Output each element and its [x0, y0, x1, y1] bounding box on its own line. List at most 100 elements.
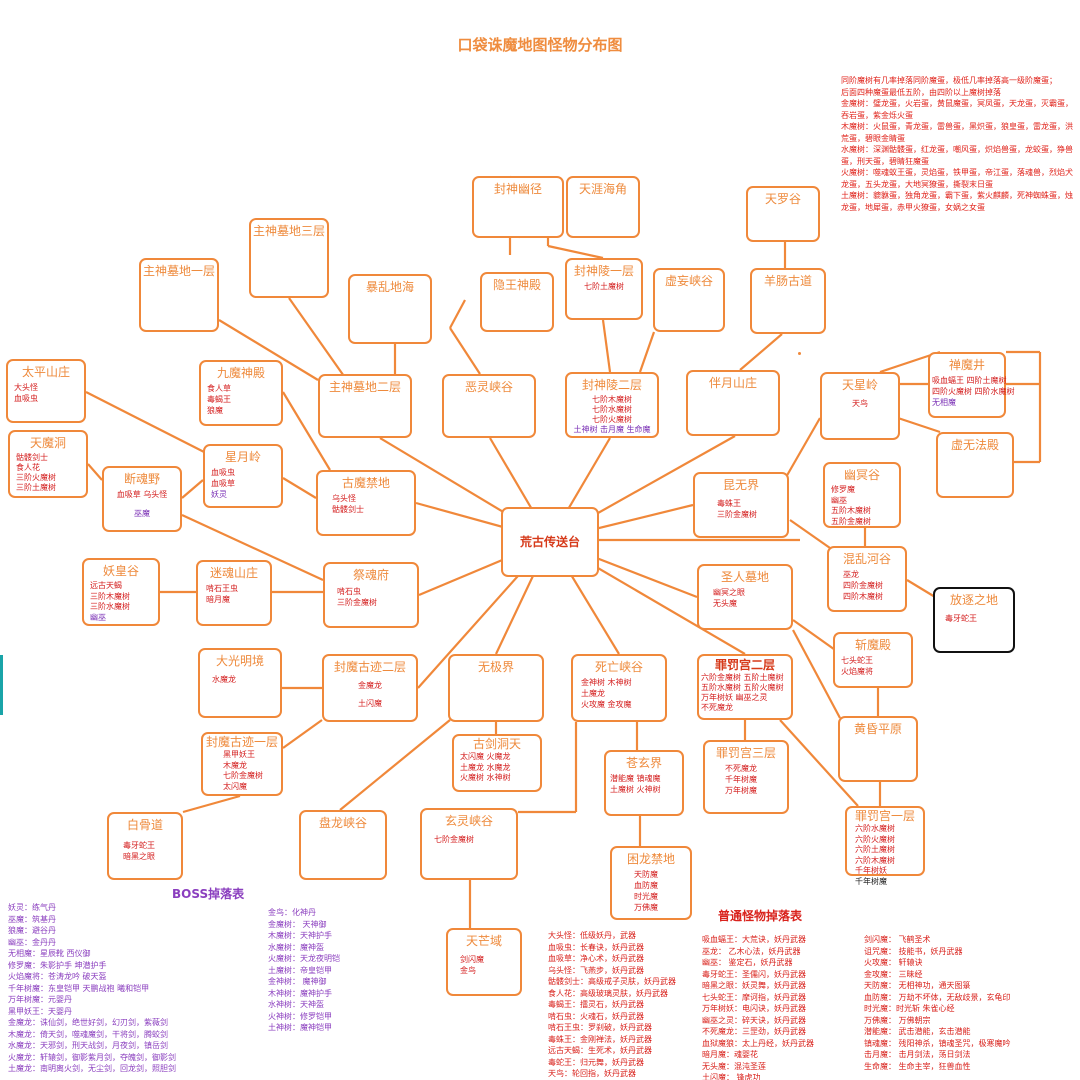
- connection-line: [182, 794, 241, 814]
- map-node-zuifa-gong-2[interactable]: 罪罚宫二层 六阶金魔树 五阶土魔树五阶水魔树 五阶火魔树万年树妖 幽巫之灵不死魔…: [697, 654, 793, 720]
- map-node-fengmo-guji-1[interactable]: 封魔古迹一层 黑甲妖王木魔龙七阶金魔树太闪魔: [201, 732, 283, 796]
- node-label: 封魔古迹二层: [333, 660, 406, 674]
- map-node-taiping-shanzhuang[interactable]: 太平山庄 大头怪血吸虫: [6, 359, 86, 423]
- node-label: 玄灵峡谷: [444, 814, 493, 828]
- node-label: 放逐之地: [949, 593, 998, 607]
- map-node-zhushen-mudi-1[interactable]: 主神墓地一层: [139, 258, 219, 332]
- map-node-kunwu-jie[interactable]: 昆无界 毒蛛王三阶金魔树: [693, 472, 789, 538]
- map-node-yaohuang-gu[interactable]: 妖皇谷 远古天蝎三阶木魔树三阶水魔树幽巫: [82, 558, 160, 626]
- drop-entry: 水魔树：魔神盔: [268, 942, 324, 952]
- map-node-fengmo-guji-2[interactable]: 封魔古迹二层 金魔龙土闪魔: [322, 654, 418, 722]
- map-node-zuifa-gong-1[interactable]: 罪罚宫一层 六阶水魔树六阶火魔树六阶土魔树六阶木魔树千年树妖千年树魔: [845, 806, 925, 886]
- drop-entry: 击月魔： 击月剑法，荡日剑法: [864, 1050, 971, 1059]
- connection-line: [87, 463, 103, 481]
- drop-entry: 七头蛇王：摩诃指，妖丹武器: [702, 992, 806, 1002]
- map-node-xuwang-xiagu[interactable]: 虚妄峡谷: [653, 268, 725, 332]
- drop-entry: 木神树：魔神护手: [268, 988, 332, 998]
- drop-entry: 血吸草：净心术，妖丹武器: [548, 954, 644, 963]
- drop-entry: 暗月魔：魂婴花: [702, 1050, 758, 1059]
- node-monsters: 天防魔血防魔时光魔万佛魔: [634, 870, 658, 912]
- map-node-zhushen-mudi-2[interactable]: 主神墓地二层: [318, 374, 412, 438]
- boss-drop-column-2: 金鸟：化神丹金魔树： 天神御木魔树：天神护手水魔树：魔神盔火魔树：天龙夜明铠土魔…: [268, 907, 340, 1034]
- node-monsters: 幽冥之眼无头魔: [713, 588, 745, 608]
- map-node-jiumo-shendian[interactable]: 九魔神殿 食人草毒蝎王狼魔: [199, 360, 283, 426]
- map-node-shengren-mudi[interactable]: 圣人墓地 幽冥之眼无头魔: [697, 564, 793, 630]
- node-label: 圣人墓地: [720, 570, 769, 584]
- map-node-tianya-haijiao[interactable]: 天涯海角: [566, 176, 640, 238]
- map-node-center[interactable]: 荒古传送台: [501, 507, 599, 577]
- map-node-tianxing-ling[interactable]: 天星岭 天鸟: [820, 372, 900, 440]
- node-label: 古剑洞天: [472, 737, 521, 751]
- node-label: 古魔禁地: [341, 476, 390, 490]
- node-label: 迷魂山庄: [209, 566, 258, 580]
- map-node-wuji-jie[interactable]: 无极界: [448, 654, 544, 722]
- drop-entry: 巫龙： 乙木心法，妖丹武器: [702, 946, 801, 956]
- map-node-tianmo-dong[interactable]: 天魔洞 骷髅剑士食人花三阶火魔树三阶土魔树: [8, 430, 88, 498]
- map-node-gujian-dongtian[interactable]: 古剑洞天 太闪魔 火魔龙土魔龙 水魔龙火魔树 水神树: [452, 734, 542, 792]
- map-node-zuifa-gong-3[interactable]: 罪罚宫三层 不死魔龙千年树魔万年树魔: [703, 740, 789, 814]
- drop-entry: 土魔树：帝皇铠甲: [268, 965, 332, 975]
- node-monsters: 黑甲妖王木魔龙七阶金魔树太闪魔: [223, 750, 263, 791]
- map-node-fangzhu-zhidi[interactable]: 放逐之地 毒牙蛇王: [933, 587, 1015, 653]
- normal-drop-heading: 普通怪物掉落表: [718, 909, 803, 923]
- drop-entry: 毒蝎王：擂灵石，妖丹武器: [548, 1000, 644, 1009]
- drop-entry: 巫魔：筑基丹: [8, 914, 56, 924]
- drop-entry: 天鸟：轮回指，妖丹武器: [548, 1069, 636, 1078]
- node-monsters: 啃石虫三阶金魔树: [337, 587, 377, 607]
- node-label: 封魔古迹一层: [205, 735, 278, 749]
- normal-drop-column-2: 吸血蝠王：大荒诀，妖丹武器巫龙： 乙木心法，妖丹武器幽巫： 鉴定石，妖丹武器毒牙…: [702, 934, 814, 1080]
- drop-entry: 妖灵：练气丹: [8, 903, 56, 912]
- map-node-youming-gu[interactable]: 幽冥谷 修罗魔幽巫五阶木魔树五阶金魔树: [823, 462, 901, 528]
- drop-entry: 万年树魔：元婴丹: [8, 995, 72, 1004]
- map-node-duanhun-ye[interactable]: 断魂野 血吸草 乌头怪巫魔: [102, 466, 182, 532]
- node-monsters: 毒蛛王三阶金魔树: [717, 499, 757, 519]
- node-label: 封神陵二层: [581, 378, 642, 392]
- node-label: 主神墓地二层: [328, 380, 401, 394]
- map-node-panlong-xiagu[interactable]: 盘龙峡谷: [299, 810, 387, 880]
- connection-line: [779, 719, 859, 807]
- map-node-tianluo-gu[interactable]: 天罗谷: [746, 186, 820, 242]
- map-node-banyue-shanzhuang[interactable]: 伴月山庄: [686, 370, 780, 436]
- map-node-jihun-fu[interactable]: 祭魂府 啃石虫三阶金魔树: [323, 562, 419, 628]
- map-node-cangxuan-jie[interactable]: 苍玄界 潜能魔 镇魂魔土魔树 火神树: [604, 750, 684, 816]
- map-node-kunlong-jindi[interactable]: 困龙禁地 天防魔血防魔时光魔万佛魔: [610, 846, 692, 920]
- map-node-baigu-dao[interactable]: 白骨道 毒牙蛇王暗黑之眼: [107, 812, 183, 880]
- map-node-eling-xiagu[interactable]: 恶灵峡谷: [442, 374, 536, 438]
- map-node-daguang-mingjing[interactable]: 大光明境 水魔龙: [198, 648, 282, 718]
- drop-entry: 土神树：魔神铠甲: [268, 1023, 332, 1032]
- map-node-tianmang-yu[interactable]: 天芒域 剑闪魔金鸟: [446, 928, 522, 996]
- node-label: 罪罚宫三层: [715, 746, 776, 760]
- drop-entry: 食人花：高级玻璃灵肤，妖丹武器: [548, 988, 668, 998]
- rule-line: 水魔树：深渊骷髅蛋，红龙蛋，嘲风蛋，炽焰兽蛋，龙蛟蛋，狰兽蛋，刑天蛋，碧睛狂魔蛋: [841, 145, 1073, 166]
- map-node-gumo-jindi[interactable]: 古魔禁地 乌头怪骷髅剑士: [316, 470, 416, 536]
- map-node-zhushen-mudi-3[interactable]: 主神墓地三层: [249, 218, 329, 298]
- map-node-xingyue-ling[interactable]: 星月岭 血吸虫血吸草妖灵: [203, 444, 283, 508]
- node-label: 禅魔井: [948, 358, 985, 372]
- map-node-yangchang-gudao[interactable]: 羊肠古道: [750, 268, 826, 334]
- map-node-chanmo-jing[interactable]: 禅魔井 吸血蝠王 四阶土魔树四阶火魔树 四阶水魔树无相魔: [928, 352, 1015, 418]
- drop-entry: 无头魔：混沌圣莲: [702, 1061, 766, 1071]
- map-node-xuanling-xiagu[interactable]: 玄灵峡谷 七阶金魔树: [420, 808, 518, 880]
- map-node-fengshen-ling-2[interactable]: 封神陵二层 七阶木魔树七阶水魔树七阶火魔树土神树 击月魔 生命魔: [565, 372, 659, 438]
- node-label: 天芒域: [465, 934, 502, 948]
- drop-entry: 火魔树：天龙夜明铠: [268, 954, 340, 963]
- map-node-xuwu-fadian[interactable]: 虚无法殿: [936, 432, 1014, 498]
- map-node-mihun-shanzhuang[interactable]: 迷魂山庄 啃石王虫暗月魔: [196, 560, 272, 626]
- map-node-baoluan-dihai[interactable]: 暴乱地海: [348, 274, 432, 344]
- map-node-fengshen-ling-1[interactable]: 封神陵一层 七阶土魔树: [565, 258, 643, 320]
- map-node-huanghun-pingyuan[interactable]: 黄昏平原: [838, 716, 918, 782]
- drop-entry: 水魔龙：天邪剑，刑天战剑，月夜剑，镇岳剑: [8, 1041, 168, 1050]
- drop-entry: 毒蛛王：金刚禅法，妖丹武器: [548, 1034, 652, 1044]
- map-node-siwang-xiagu[interactable]: 死亡峡谷 金神树 木神树土魔龙火攻魔 金攻魔: [571, 654, 667, 722]
- drop-entry: 幽巫：金丹丹: [8, 937, 56, 947]
- node-monsters: 骷髅剑士食人花三阶火魔树三阶土魔树: [16, 453, 56, 492]
- connection-line: [789, 519, 831, 549]
- map-node-zhanmo-dian[interactable]: 斩魔殿 七头蛇王火焰魔将: [833, 632, 913, 688]
- map-node-fengshen-youjing[interactable]: 封神幽径: [472, 176, 564, 238]
- node-monsters: 啃石王虫暗月魔: [206, 584, 238, 604]
- normal-drop-column-3: 剑闪魔： 飞鹤圣术诅咒魔： 技能书，妖丹武器火攻魔： 轩辕诀金攻魔： 三昧经天防…: [864, 934, 1011, 1072]
- map-node-yinwang-shendian[interactable]: 隐王神殿: [480, 272, 554, 332]
- node-label: 大光明境: [215, 654, 264, 668]
- map-node-hunluan-hegu[interactable]: 混乱河谷 巫龙四阶金魔树四阶木魔树: [827, 546, 907, 612]
